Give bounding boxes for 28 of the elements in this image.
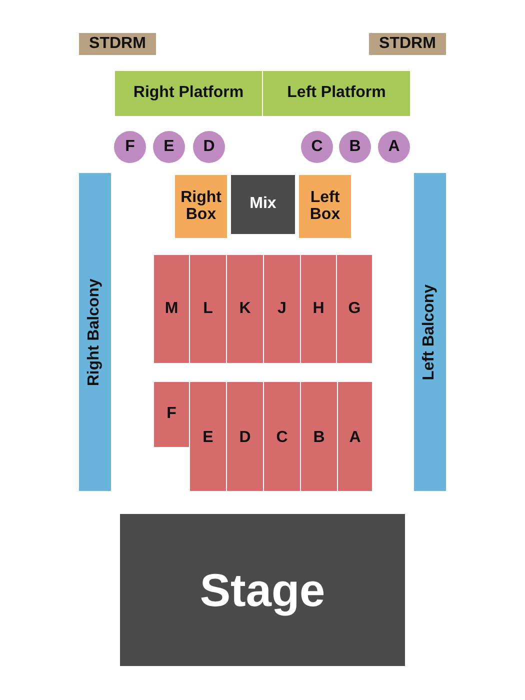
balcony-section: Left Balcony: [414, 173, 446, 491]
seating-section: M: [154, 255, 189, 363]
seating-section: D: [227, 382, 263, 491]
seating-section: J: [264, 255, 300, 363]
seating-section: F: [154, 382, 189, 447]
box-section: Right Box: [175, 175, 227, 238]
seating-section: B: [301, 382, 337, 491]
seating-section: E: [190, 382, 226, 491]
seating-section: L: [190, 255, 226, 363]
seat-circle: D: [193, 131, 225, 163]
platform-section: Left Platform: [263, 71, 410, 116]
balcony-section: Right Balcony: [79, 173, 111, 491]
box-section: Left Box: [299, 175, 351, 238]
seat-circle: C: [301, 131, 333, 163]
seat-circle: A: [378, 131, 410, 163]
stage: Stage: [120, 514, 405, 666]
seat-circle: F: [114, 131, 146, 163]
seating-section: K: [227, 255, 263, 363]
seating-section: H: [301, 255, 336, 363]
suite-label: STDRM: [79, 33, 156, 55]
seat-circle: B: [339, 131, 371, 163]
seating-section: G: [337, 255, 372, 363]
seating-section: C: [264, 382, 300, 491]
mix-area: Mix: [231, 175, 295, 234]
seating-section: A: [338, 382, 372, 491]
platform-section: Right Platform: [115, 71, 262, 116]
seat-circle: E: [153, 131, 185, 163]
suite-label: STDRM: [369, 33, 446, 55]
